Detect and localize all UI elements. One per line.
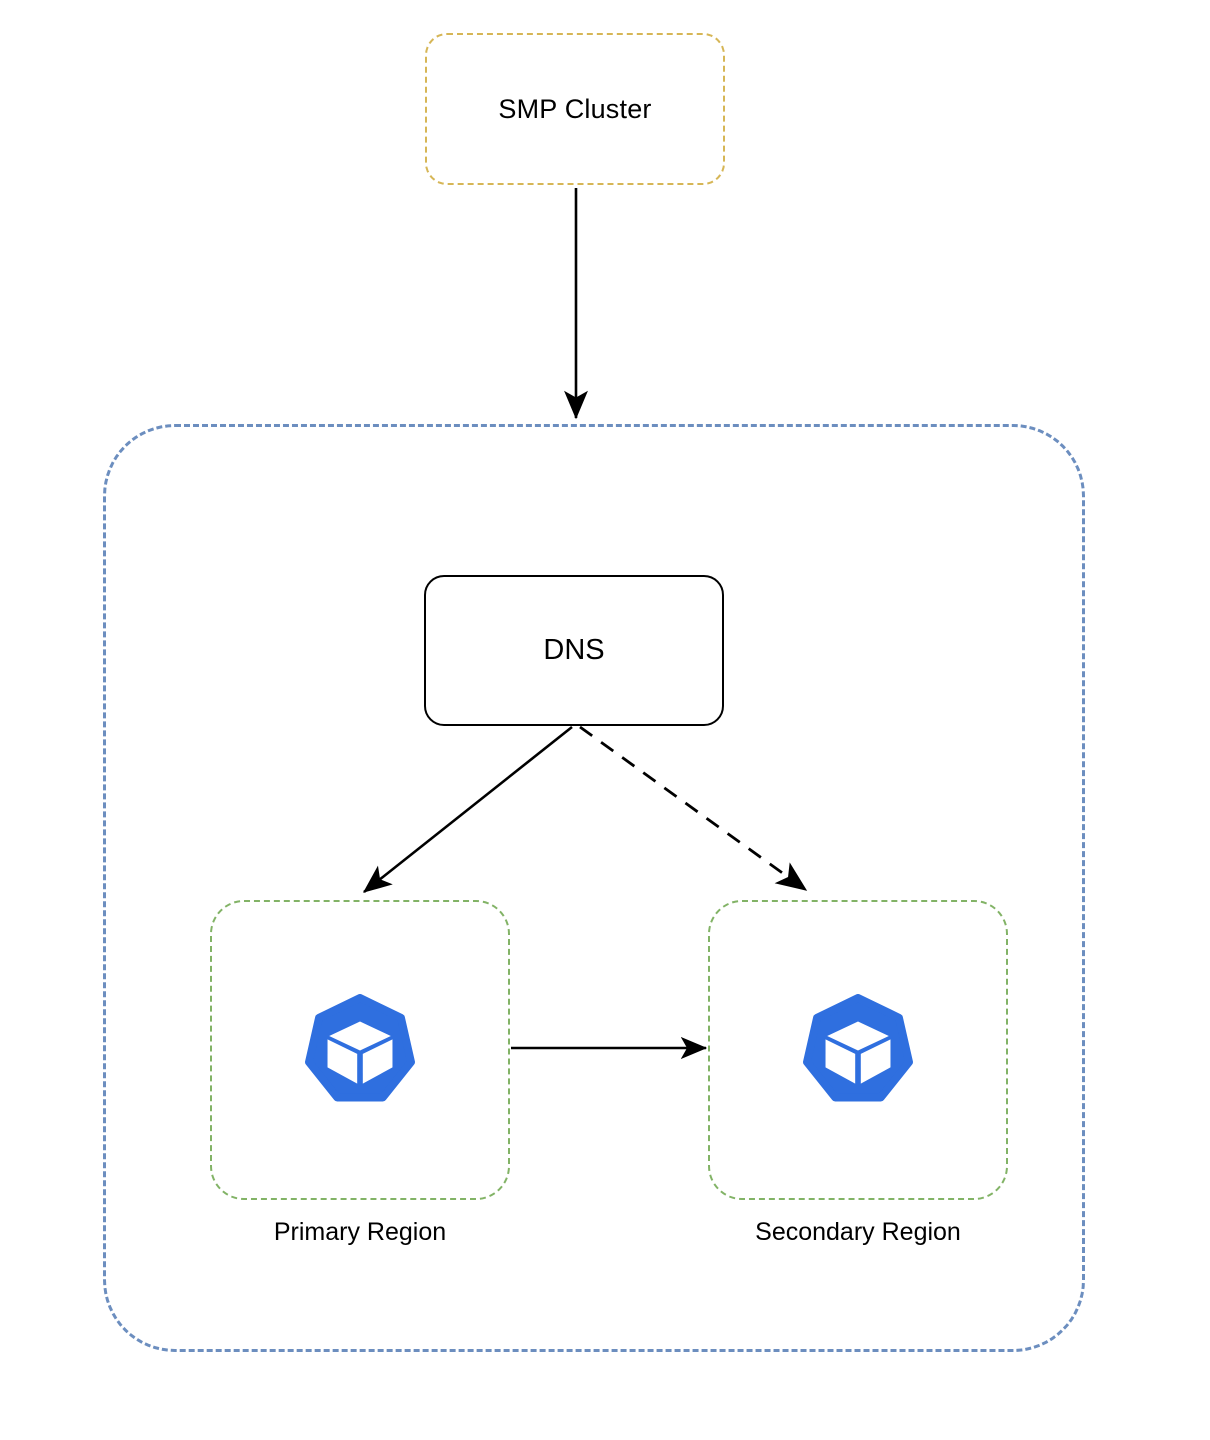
secondary-region-label: Secondary Region [755, 1218, 961, 1246]
smp-cluster-node[interactable]: SMP Cluster [425, 33, 725, 185]
kubernetes-icon [803, 994, 913, 1102]
kubernetes-icon [305, 994, 415, 1102]
smp-cluster-label: SMP Cluster [498, 93, 652, 124]
cloud-boundary-group[interactable] [103, 424, 1085, 1352]
secondary-region-group[interactable] [708, 900, 1008, 1200]
primary-region-label: Primary Region [273, 1218, 447, 1246]
dns-node[interactable]: DNS [424, 575, 724, 726]
dns-label: DNS [543, 634, 605, 666]
primary-region-group[interactable] [210, 900, 510, 1200]
